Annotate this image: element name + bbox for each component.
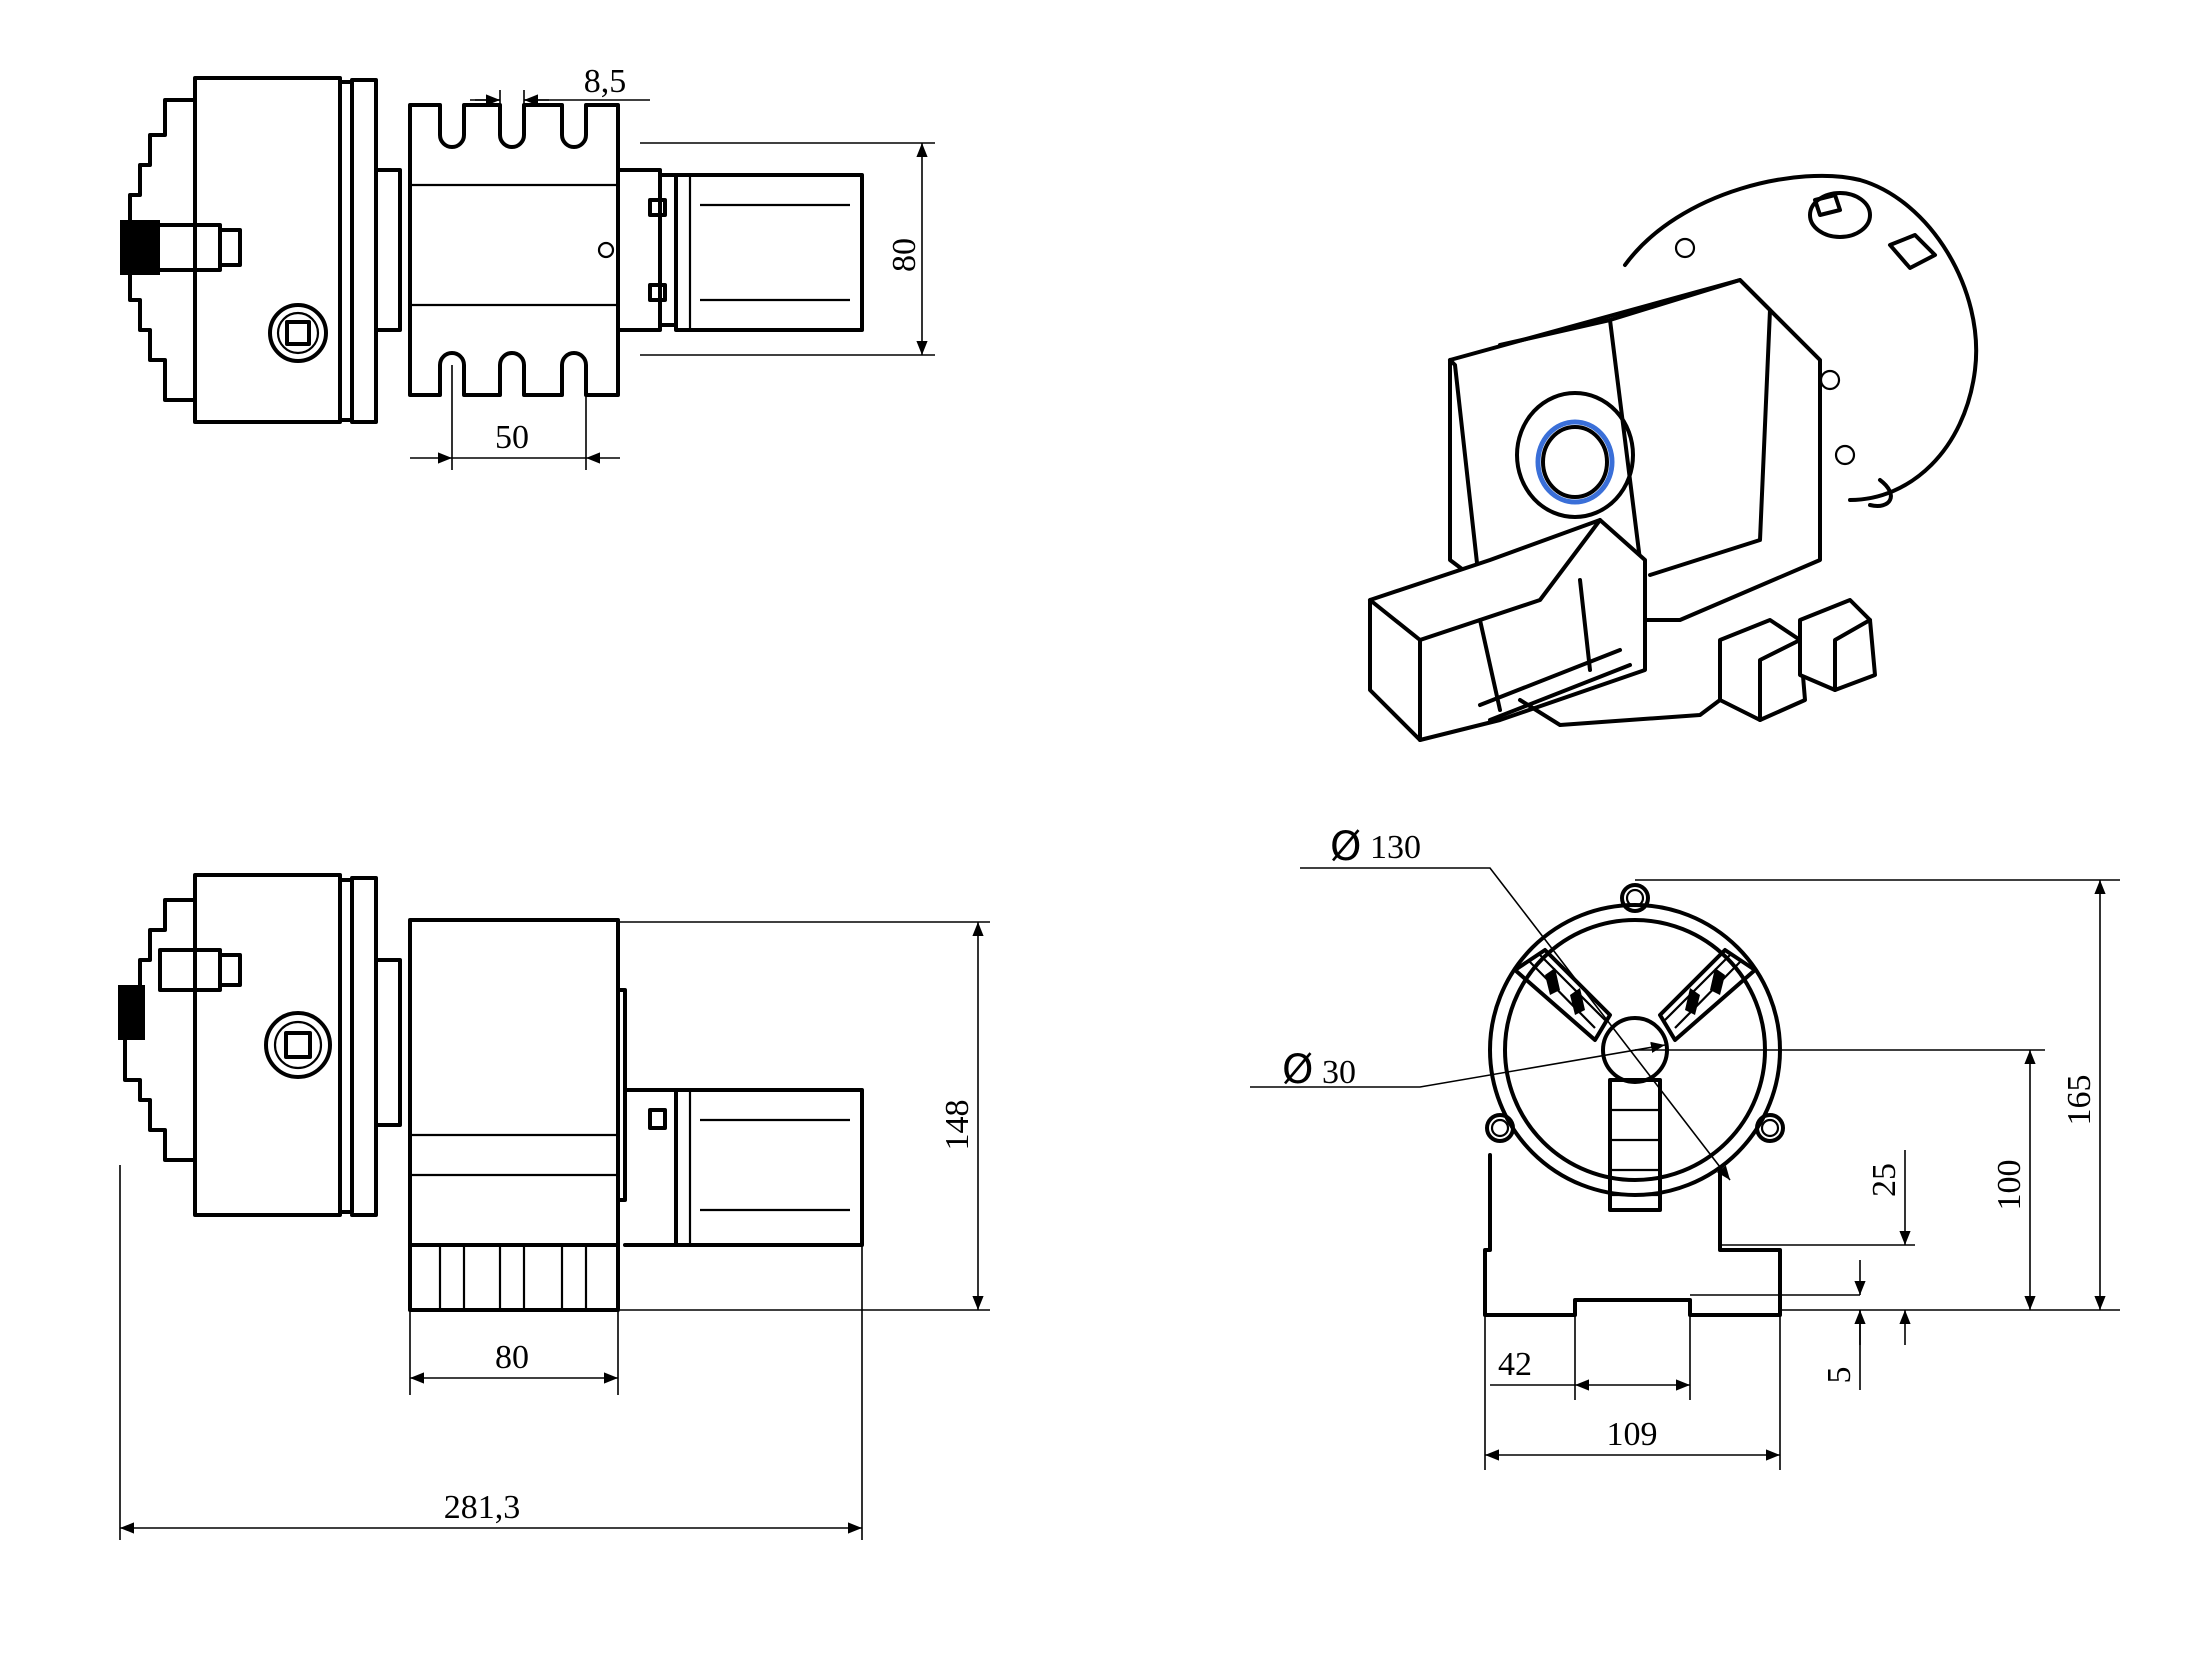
dim-center-height: 100 — [1991, 1160, 2028, 1211]
front-view: Ø 130 Ø 30 165 100 25 5 42 109 — [1250, 824, 2120, 1470]
diameter-symbol-1: Ø — [1330, 824, 1361, 870]
dim-body-width: 80 — [495, 1339, 529, 1376]
dim-base-width: 109 — [1607, 1416, 1658, 1453]
diameter-symbol-2: Ø — [1282, 1047, 1313, 1093]
dim-slot-width: 8,5 — [584, 63, 627, 100]
top-view: 80 50 8,5 — [120, 63, 935, 470]
side-view: 148 80 281,3 — [118, 873, 990, 1540]
dim-total-height: 165 — [2061, 1075, 2098, 1126]
dim-overall-height: 148 — [939, 1100, 976, 1151]
dim-overall-length: 281,3 — [444, 1489, 521, 1526]
dim-base-slot: 42 — [1498, 1346, 1532, 1383]
isometric-view — [1368, 173, 1979, 742]
dim-base-step: 5 — [1821, 1367, 1858, 1384]
dim-chuck-diameter: 130 — [1370, 829, 1421, 866]
dim-bore-diameter: 30 — [1322, 1054, 1356, 1091]
dim-slot-pitch: 50 — [495, 419, 529, 456]
dim-base-height: 25 — [1866, 1163, 1903, 1197]
dim-shaft-height: 80 — [886, 238, 923, 272]
